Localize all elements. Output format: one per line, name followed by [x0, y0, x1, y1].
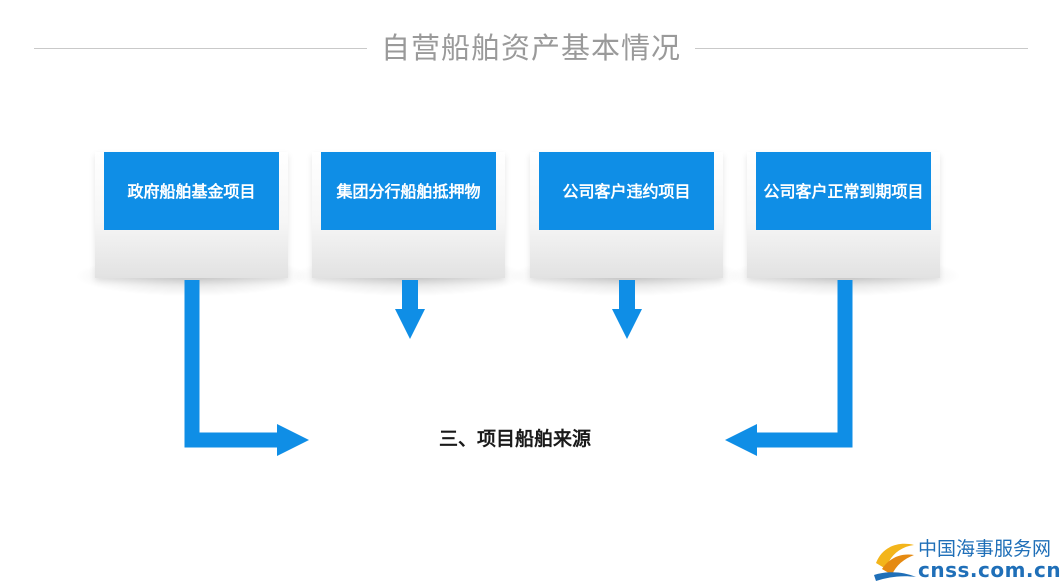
- watermark-cn-text: 中国海事服务网: [918, 538, 1052, 560]
- source-box: 集团分行船舶抵押物: [321, 152, 496, 230]
- title-divider-right: [695, 48, 1028, 49]
- source-label: 政府船舶基金项目: [127, 182, 256, 201]
- result-label: 三、项目船舶来源: [438, 428, 591, 450]
- watermark-en-text: cnss.com.cn: [918, 558, 1062, 582]
- source-label: 公司客户违约项目: [562, 182, 691, 201]
- page-title: 自营船舶资产基本情况: [380, 31, 681, 65]
- source-label: 集团分行船舶抵押物: [336, 182, 481, 201]
- title-divider-left: [34, 48, 367, 49]
- source-label: 公司客户正常到期项目: [763, 182, 924, 201]
- source-card-customer-default: 公司客户违约项目: [530, 152, 723, 278]
- sail-logo-icon: [874, 543, 916, 581]
- source-card-government-fund: 政府船舶基金项目: [95, 152, 288, 278]
- watermark-logo: 中国海事服务网 cnss.com.cn: [872, 537, 1062, 583]
- source-box: 政府船舶基金项目: [104, 152, 279, 230]
- source-card-group-branch-collateral: 集团分行船舶抵押物: [312, 152, 505, 278]
- source-card-customer-normal-maturity: 公司客户正常到期项目: [747, 152, 940, 278]
- arrow-down-3: [612, 280, 642, 339]
- source-box: 公司客户违约项目: [539, 152, 714, 230]
- arrow-elbow-right: [725, 280, 853, 456]
- arrow-elbow-left: [184, 280, 309, 456]
- arrow-down-2: [395, 280, 425, 339]
- source-box: 公司客户正常到期项目: [756, 152, 931, 230]
